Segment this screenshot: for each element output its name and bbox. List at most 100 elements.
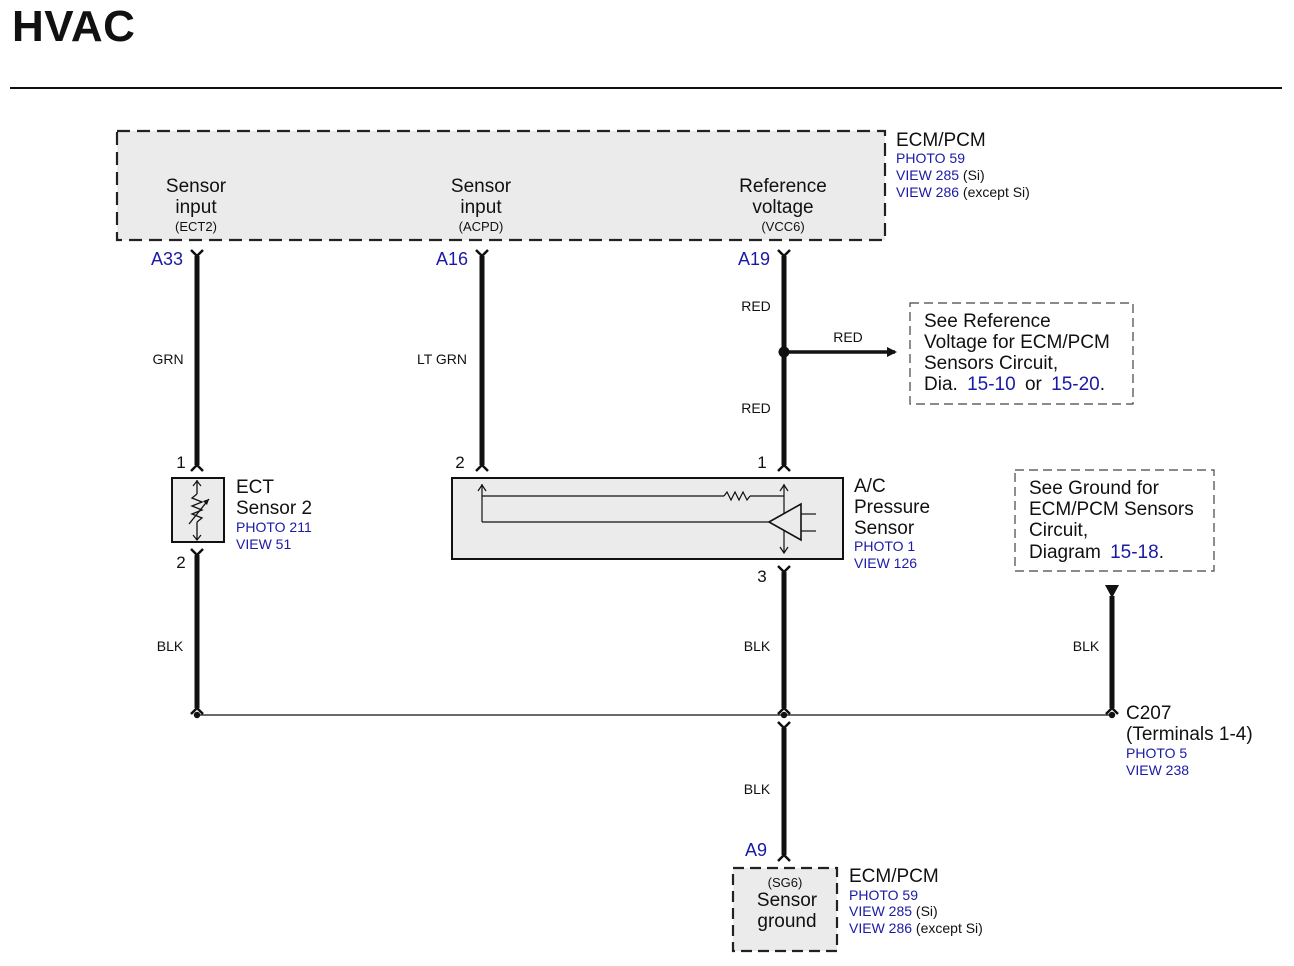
ect-sensor-box	[171, 477, 225, 543]
pin-number: 1	[176, 453, 185, 472]
wire-lt-grn	[475, 249, 489, 472]
wire-color-label: BLK	[744, 781, 771, 797]
ground-note-box	[1014, 469, 1215, 572]
wire-grn	[190, 249, 204, 472]
ref-link[interactable]: PHOTO 59	[896, 150, 965, 166]
ref-note: (Si)	[916, 903, 938, 919]
ref-link[interactable]: PHOTO 5	[1126, 745, 1187, 761]
ect-view-ref[interactable]: VIEW 51	[236, 536, 291, 552]
wire-color-label: BLK	[157, 638, 184, 654]
ref-link[interactable]: PHOTO 1	[854, 538, 915, 554]
pressure-sensor-circuit-icon	[477, 483, 816, 555]
ref-note: (except Si)	[963, 184, 1030, 200]
c207-name: C207	[1126, 703, 1171, 724]
port-label-line1: Sensor	[451, 176, 512, 197]
ecm-bottom-ref-view285[interactable]: VIEW 285 (Si)	[849, 903, 938, 919]
ref-link[interactable]: VIEW 285	[849, 903, 912, 919]
wire-sensor-ground-blk	[777, 721, 791, 862]
note-line: Dia. 15-10 or 15-20.	[924, 374, 1105, 395]
pin-number: 3	[757, 567, 766, 586]
c207-photo-ref[interactable]: PHOTO 5	[1126, 745, 1187, 761]
ecm-bottom-ref-view286[interactable]: VIEW 286 (except Si)	[849, 920, 983, 936]
note-line: See Ground for	[1029, 478, 1160, 499]
ecm-port-acpd: Sensor input (ACPD)	[451, 176, 512, 234]
ecm-top-ref-view286[interactable]: VIEW 286 (except Si)	[896, 184, 1030, 200]
note-line: Voltage for ECM/PCM	[924, 332, 1110, 353]
note-prefix: Dia.	[924, 374, 958, 395]
connector-a16: A16	[436, 249, 468, 269]
c207-view-ref[interactable]: VIEW 238	[1126, 762, 1189, 778]
pin-number: 1	[757, 453, 766, 472]
note-mid: or	[1025, 374, 1043, 395]
ref-link[interactable]: VIEW 286	[849, 920, 912, 936]
port-signal-name: (ECT2)	[175, 219, 217, 234]
connector-a9: A9	[745, 840, 767, 860]
diagram-link-15-18[interactable]: 15-18	[1110, 542, 1159, 563]
ref-link[interactable]: VIEW 126	[854, 555, 917, 571]
ecm-pcm-bottom-box	[731, 866, 839, 953]
wire-color-label: RED	[833, 329, 863, 345]
ecm-pcm-top-box	[115, 129, 887, 242]
port-label-line2: input	[460, 197, 502, 218]
port-label-line1: Sensor	[166, 176, 227, 197]
ecm-port-vcc6: Reference voltage (VCC6)	[739, 176, 827, 234]
connector-a19: A19	[738, 249, 770, 269]
note-line: Diagram 15-18.	[1029, 542, 1164, 563]
ect-photo-ref[interactable]: PHOTO 211	[236, 519, 312, 535]
title-rule	[10, 87, 1282, 89]
ecm-top-ref-photo[interactable]: PHOTO 59	[896, 150, 965, 166]
wire-color-label: RED	[741, 400, 771, 416]
ref-link[interactable]: PHOTO 211	[236, 519, 312, 535]
port-signal-name: (SG6)	[768, 875, 803, 890]
wire-color-label: RED	[741, 298, 771, 314]
c207-joint-connector	[193, 711, 1116, 719]
ac-sensor-name: A/C	[854, 476, 886, 497]
wire-red	[777, 249, 897, 472]
ref-link[interactable]: VIEW 286	[896, 184, 959, 200]
ac-photo-ref[interactable]: PHOTO 1	[854, 538, 915, 554]
note-prefix: Diagram	[1029, 542, 1101, 563]
ref-link[interactable]: VIEW 238	[1126, 762, 1189, 778]
ref-link[interactable]: VIEW 51	[236, 536, 291, 552]
ref-link[interactable]: VIEW 285	[896, 167, 959, 183]
note-suffix: .	[1100, 374, 1105, 395]
port-label-line1: Sensor	[757, 890, 818, 911]
c207-terminals: (Terminals 1-4)	[1126, 724, 1253, 745]
ecm-pcm-bottom-name: ECM/PCM	[849, 866, 939, 887]
connector-a33: A33	[151, 249, 183, 269]
ecm-bottom-ref-photo[interactable]: PHOTO 59	[849, 887, 918, 903]
port-label-line2: input	[175, 197, 217, 218]
port-label-line1: Reference	[739, 176, 827, 197]
page-title: HVAC	[12, 2, 136, 51]
ecm-pcm-top-name: ECM/PCM	[896, 130, 986, 151]
ect-sensor-name: ECT	[236, 477, 274, 498]
ref-note: (Si)	[963, 167, 985, 183]
note-line: Sensors Circuit,	[924, 353, 1058, 374]
ect-sensor-name-2: Sensor 2	[236, 498, 312, 519]
port-label-line2: ground	[757, 911, 816, 932]
note-suffix: .	[1159, 542, 1164, 563]
reference-note-box	[909, 302, 1134, 405]
ecm-top-ref-view285[interactable]: VIEW 285 (Si)	[896, 167, 985, 183]
ecm-port-ect2: Sensor input (ECT2)	[166, 176, 227, 234]
note-line: See Reference	[924, 311, 1051, 332]
wire-color-label: BLK	[1073, 638, 1100, 654]
ref-link[interactable]: PHOTO 59	[849, 887, 918, 903]
port-label-line2: voltage	[752, 197, 813, 218]
diagram-link-15-10[interactable]: 15-10	[967, 374, 1016, 395]
port-signal-name: (ACPD)	[459, 219, 504, 234]
diagram-link-15-20[interactable]: 15-20	[1051, 374, 1100, 395]
ac-view-ref[interactable]: VIEW 126	[854, 555, 917, 571]
wire-ect-blk	[190, 548, 204, 715]
wire-color-label: BLK	[744, 638, 771, 654]
thermistor-icon	[188, 480, 210, 541]
ac-sensor-name-3: Sensor	[854, 518, 915, 539]
pin-number: 2	[455, 453, 464, 472]
ac-sensor-name-2: Pressure	[854, 497, 930, 518]
port-signal-name: (VCC6)	[761, 219, 804, 234]
wire-ground-note-blk	[1105, 585, 1119, 715]
wire-color-label: GRN	[152, 351, 183, 367]
wire-color-label: LT GRN	[417, 351, 467, 367]
note-line: Circuit,	[1029, 520, 1088, 541]
